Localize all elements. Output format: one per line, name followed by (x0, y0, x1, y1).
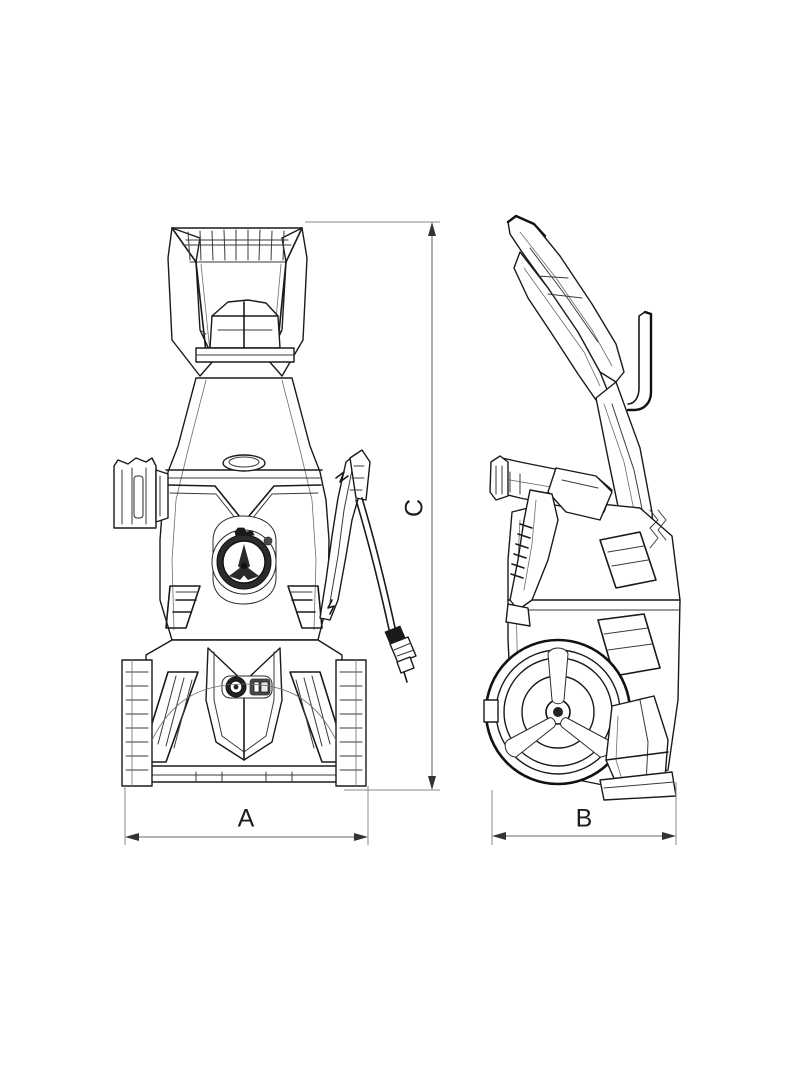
side-view (483, 214, 681, 801)
front-view (113, 227, 417, 787)
dimension-a: A (124, 786, 369, 845)
handle-grill (182, 229, 292, 261)
front-upper-body (159, 377, 330, 641)
front-fan-emblem (211, 515, 277, 605)
side-rear-foot (599, 695, 677, 801)
front-fittings (221, 675, 273, 699)
front-spray-gun (319, 449, 371, 621)
dimension-label-b: B (576, 805, 593, 833)
dimension-b: B (491, 782, 677, 845)
front-power-cord (355, 497, 417, 683)
dimension-c: C (305, 221, 440, 791)
side-wheel (483, 638, 632, 786)
dimension-label-c: C (401, 499, 429, 517)
side-gun-cradle (489, 455, 613, 521)
side-accessory-hook (626, 310, 653, 412)
side-spray-gun (505, 489, 559, 627)
dimension-label-a: A (238, 805, 255, 833)
dimension-annotations: C A B (124, 221, 677, 845)
front-hose-cradle (195, 299, 295, 363)
front-left-wheel (121, 659, 153, 787)
front-handle-frame (167, 227, 308, 377)
front-nozzle-holder (113, 457, 169, 529)
front-right-wheel (335, 659, 367, 787)
